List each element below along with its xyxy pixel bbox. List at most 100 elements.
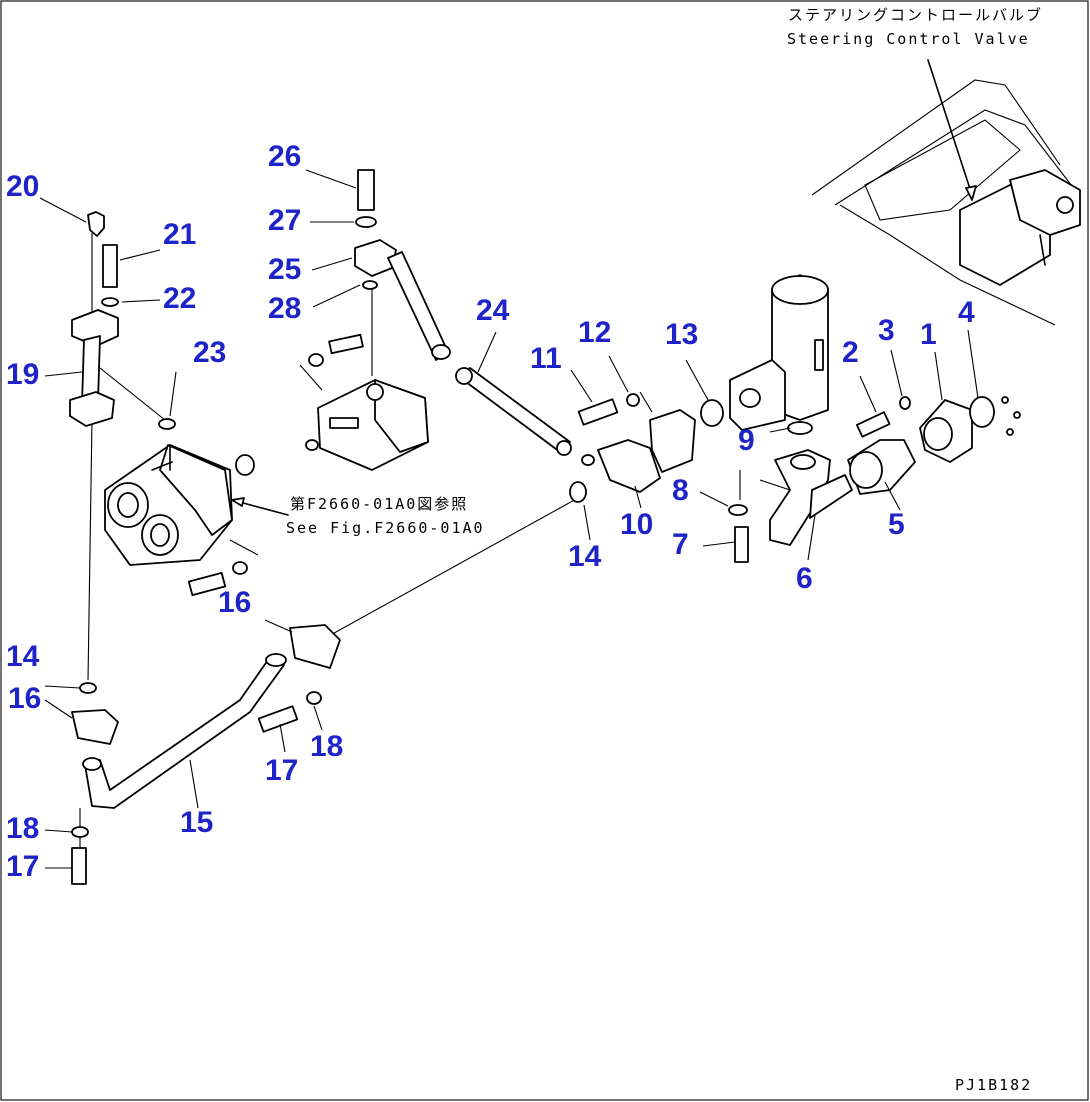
part-10-fitting xyxy=(581,454,595,466)
callout-23: 23 xyxy=(193,336,227,369)
callout-4: 4 xyxy=(958,296,975,329)
callout-24: 24 xyxy=(476,294,510,327)
part-22-washer xyxy=(101,297,119,307)
callout-1: 1 xyxy=(920,318,937,351)
part-16-clamp-center xyxy=(289,624,341,669)
steering-valve-label-en: Steering Control Valve xyxy=(787,30,1030,48)
callout-13: 13 xyxy=(665,318,699,351)
part-2-bolt xyxy=(855,411,891,438)
part-24-end-a xyxy=(455,367,473,385)
part-6-branch xyxy=(809,474,853,519)
part-24-end-b xyxy=(556,440,572,456)
see-fig-label-jp: 第F2660-01A0図参照 xyxy=(290,495,469,513)
part-28-o-ring xyxy=(362,280,378,290)
part-18-washer-center xyxy=(306,691,322,705)
part-13-o-ring xyxy=(700,399,724,427)
steering-valve-label-jp: ステアリングコントロールバルブ xyxy=(788,6,1044,24)
callout-15: 15 xyxy=(180,806,214,839)
part-10-elbow-flange xyxy=(649,409,696,473)
part-8-washer xyxy=(728,504,748,516)
callout-20: 20 xyxy=(6,170,40,203)
left-leader-vertical xyxy=(87,230,93,681)
part-4-dot-b xyxy=(1013,411,1021,419)
filter-case xyxy=(729,274,829,431)
part-4-o-ring xyxy=(969,396,995,428)
drawing-code: PJ1B182 xyxy=(955,1076,1033,1094)
part-10-elbow-body xyxy=(597,439,661,493)
callout-17-left: 17 xyxy=(6,850,40,883)
callout-14-left: 14 xyxy=(6,640,40,673)
callout-27: 27 xyxy=(268,204,302,237)
callout-25: 25 xyxy=(268,253,302,286)
part-25-tube xyxy=(387,251,449,361)
callout-9: 9 xyxy=(738,424,755,457)
part-27-washer xyxy=(355,216,377,228)
part-25-fitting xyxy=(431,344,451,360)
part-15-pipe xyxy=(84,659,285,809)
part-23-o-ring xyxy=(158,418,176,430)
chassis-frame-outline xyxy=(811,79,1076,326)
part-19-flange-bottom xyxy=(69,391,115,427)
callout-18-center: 18 xyxy=(310,730,344,763)
part-18-washer-left xyxy=(71,826,89,838)
part-1-bore xyxy=(923,417,953,451)
callout-26: 26 xyxy=(268,140,302,173)
callout-14-right: 14 xyxy=(568,540,602,573)
part-4-dot-c xyxy=(1006,428,1014,436)
part-5-pipe-bore xyxy=(849,451,883,489)
callout-11: 11 xyxy=(530,342,562,375)
part-3-washer xyxy=(899,396,911,410)
part-12-washer xyxy=(626,393,640,407)
steering-control-valve xyxy=(959,169,1081,286)
pump-washer-leader xyxy=(229,539,259,556)
callout-3: 3 xyxy=(878,314,895,347)
part-24-hose xyxy=(457,367,571,453)
pump-bolt xyxy=(187,571,227,597)
part-6-y-pipe xyxy=(769,449,831,546)
part-15-end-top xyxy=(265,653,287,667)
callout-6: 6 xyxy=(796,562,813,595)
part-11-bolt xyxy=(577,398,619,426)
callout-leaders xyxy=(39,169,979,869)
part-17-bolt-left xyxy=(71,847,87,885)
callout-8: 8 xyxy=(672,474,689,507)
valve-pointer-line xyxy=(927,59,973,196)
part-7-bolt xyxy=(734,526,749,563)
part-17-bolt-center xyxy=(257,705,299,733)
leader-12 xyxy=(639,391,653,413)
part-19-flange-top xyxy=(71,309,119,347)
part-4-dot-a xyxy=(1001,396,1009,404)
hydraulic-pump xyxy=(104,444,255,566)
callout-12: 12 xyxy=(578,316,612,349)
callout-16-center: 16 xyxy=(218,586,252,619)
part-9-o-ring xyxy=(787,421,813,435)
part-14-o-ring-left xyxy=(79,682,97,694)
callout-17-center: 17 xyxy=(265,754,299,787)
callout-10: 10 xyxy=(620,508,654,541)
callout-28: 28 xyxy=(268,292,302,325)
callout-18-left: 18 xyxy=(6,812,40,845)
callout-19: 19 xyxy=(6,358,40,391)
callout-22: 22 xyxy=(163,282,197,315)
part-20-plug xyxy=(87,211,105,237)
callout-21: 21 xyxy=(163,218,197,251)
part-21-bolt xyxy=(102,244,118,288)
callout-7: 7 xyxy=(672,528,689,561)
see-fig-arrow xyxy=(231,497,245,507)
part-16-clamp-left xyxy=(71,709,119,745)
callout-5: 5 xyxy=(888,508,905,541)
part-14-o-ring-right xyxy=(569,481,587,503)
secondary-pump xyxy=(299,333,429,471)
part-15-end-bottom xyxy=(82,757,102,771)
callout-16-left: 16 xyxy=(8,682,42,715)
leader-6 xyxy=(739,470,791,500)
valve-pointer-arrow xyxy=(965,185,977,201)
leader-19-23 xyxy=(99,367,166,421)
pump-washer xyxy=(232,561,248,575)
leader-14-16 xyxy=(317,497,579,643)
callout-2: 2 xyxy=(842,336,859,369)
part-26-bolt xyxy=(357,169,375,211)
